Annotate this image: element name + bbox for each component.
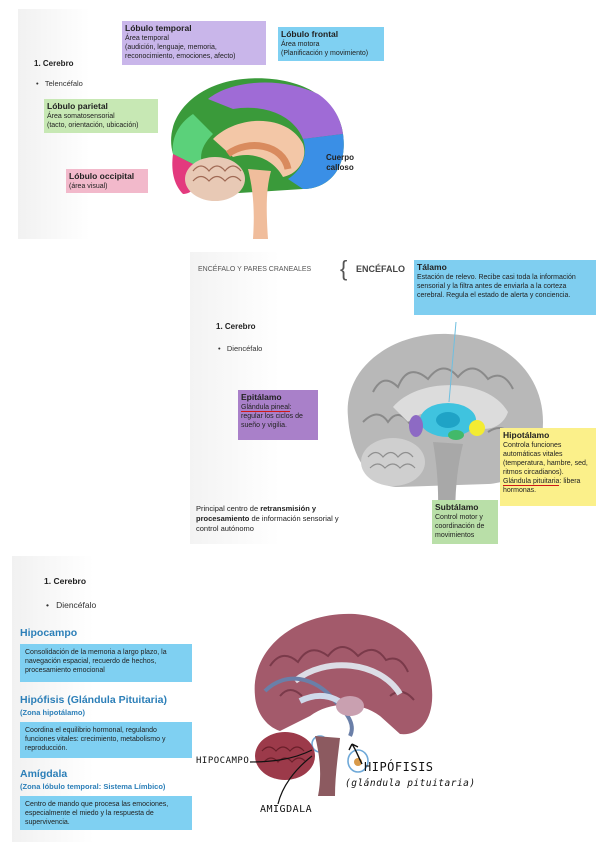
occipital-line1: (área visual) [69,183,108,190]
hand-pointer-lines [249,743,363,805]
slide-diencefalo-2: 1. Cerebro • Diencéfalo Hipocampo Consol… [12,556,596,842]
corpus-callosum-label: Cuerpo calloso [326,153,354,173]
hipocampo-title: Hipocampo [20,627,78,639]
hand-label-hipocampo: HIPOCAMPO [196,756,250,766]
parietal-lobe-label: Lóbulo parietal Área somatosensorial (ta… [44,99,158,133]
hand-label-amigdala: AMIGDALA [260,804,313,815]
talamo-text: Estación de relevo. Recibe casi toda la … [417,274,576,299]
slide2-header-right: ENCÉFALO [356,264,406,274]
slide2-heading: 1. Cerebro [216,322,256,331]
amigdala-box: Centro de mando que procesa las emocione… [20,796,192,830]
footer-part-b: retransmisión y procesamiento [196,504,317,523]
footer-part-a: Principal centro de [196,504,261,513]
slide2-bullet: • Diencéfalo [218,344,263,353]
epitalamo-label: Epitálamo Glándula pineal: regular los c… [238,390,318,440]
diencephalon-brain-illustration [347,322,543,537]
hipofisis-title: Hipófisis (Glándula Pituitaria) [20,694,168,706]
subtalamo-label: Subtálamo Control motor y coordinación d… [432,500,498,544]
talamo-title: Tálamo [417,262,447,272]
slide2-header-brace: { [340,256,348,281]
occipital-lobe-label: Lóbulo occipital (área visual) [66,169,148,193]
subtalamo-title: Subtálamo [435,502,479,512]
slide3-bullet-text: Diencéfalo [56,600,97,610]
frontal-line2: (Planificación y movimiento) [281,50,369,57]
parietal-line2: (tacto, orientación, ubicación) [47,122,139,129]
parietal-title: Lóbulo parietal [47,101,108,111]
slide1-bullet: • Telencéfalo [36,79,83,88]
parietal-line1: Área somatosensorial [47,113,115,120]
epitalamo-underlined: Glándula pineal [241,404,290,412]
slide2-header-left: ENCÉFALO Y PARES CRANEALES [198,266,312,273]
amigdala-sub: (Zona lóbulo temporal: Sistema Límbico) [20,782,166,791]
temporal-line2: (audición, lenguaje, memoria, [125,44,217,51]
frontal-line1: Área motora [281,41,320,48]
slide2-footer: Principal centro de retransmisión y proc… [196,504,346,534]
hipocampo-box: Consolidación de la memoria a largo plaz… [20,644,192,682]
temporal-line3: reconocimiento, emociones, afecto) [125,53,236,60]
slide-diencefalo: ENCÉFALO Y PARES CRANEALES { ENCÉFALO 1.… [190,252,598,544]
callosum-line1: Cuerpo [326,153,354,162]
slide-telencefalo: 1. Cerebro • Telencéfalo Lóbulo temporal… [18,9,418,239]
hipotalamo-text: Controla funciones automáticas vitales (… [503,442,588,476]
subtalamo-text: Control motor y coordinación de movimien… [435,514,485,539]
temporal-line1: Área temporal [125,35,169,42]
limbic-brain-illustration [254,613,433,796]
epitalamo-text: : regular los ciclos de sueño y vigilia. [241,404,303,429]
slide3-heading: 1. Cerebro [44,576,87,586]
hipofisis-sub: (Zona hipotálamo) [20,708,85,717]
frontal-title: Lóbulo frontal [281,29,339,39]
frontal-lobe-label: Lóbulo frontal Área motora (Planificació… [278,27,384,61]
hand-label-pituitaria: (glándula pituitaria) [345,778,476,789]
occipital-title: Lóbulo occipital [69,171,135,181]
hand-label-hipofisis: HIPÓFISIS [364,760,434,774]
hipotalamo-underlined: Glándula pituitaria [503,478,560,486]
callosum-line2: calloso [326,163,354,172]
hipotalamo-label: Hipotálamo Controla funciones automática… [500,428,596,506]
talamo-label: Tálamo Estación de relevo. Recibe casi t… [414,260,596,315]
amigdala-title: Amígdala [20,768,68,780]
hipotalamo-text2: : libera hormonas. [503,478,581,494]
hipotalamo-title: Hipotálamo [503,430,550,440]
slide1-bullet-text: Telencéfalo [44,79,83,88]
hipofisis-box: Coordina el equilibrio hormonal, regulan… [20,722,192,758]
epitalamo-title: Epitálamo [241,392,282,402]
telencephalon-brain-illustration [171,78,344,239]
slide2-bullet-text: Diencéfalo [226,344,263,353]
footer-part-c: de información sensorial y control autón… [196,514,339,533]
slide1-heading: 1. Cerebro [34,59,74,68]
temporal-lobe-label: Lóbulo temporal Área temporal (audición,… [122,21,266,65]
temporal-title: Lóbulo temporal [125,23,192,33]
slide3-bullet: • Diencéfalo [46,600,97,610]
